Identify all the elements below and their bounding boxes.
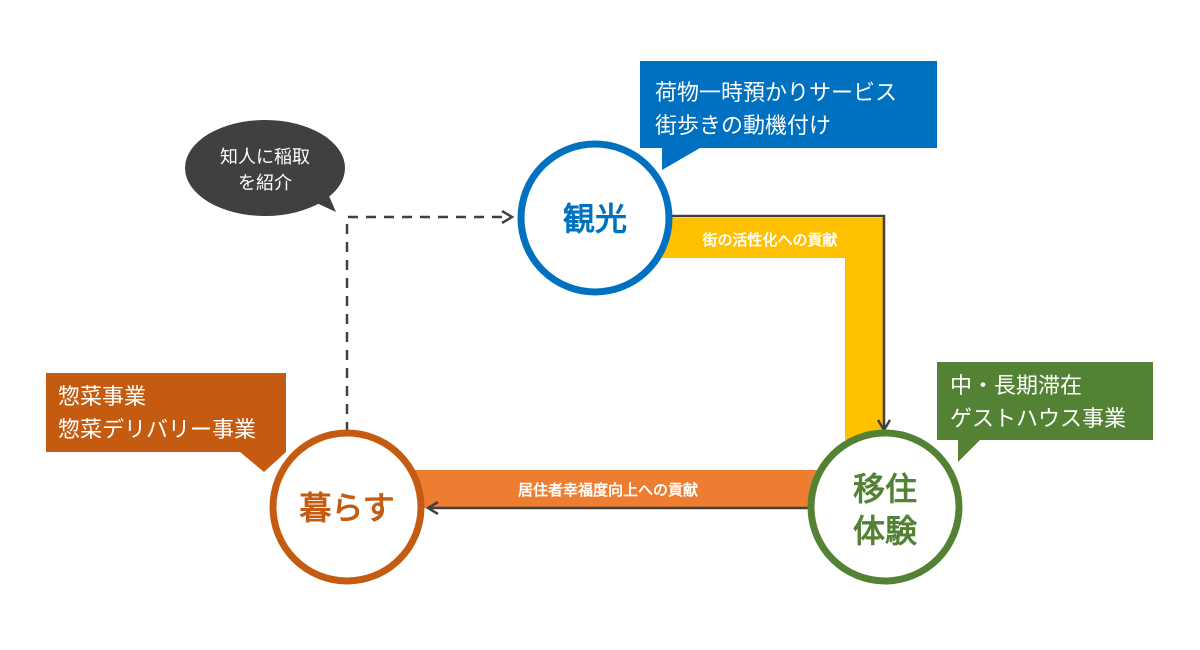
resident-contribution-band: 居住者幸福度向上への貢献 xyxy=(400,470,820,508)
resident-band-label: 居住者幸福度向上への貢献 xyxy=(518,481,698,499)
relocation-callout: 中・長期滞在 ゲストハウス事業 xyxy=(937,362,1153,462)
node-sightseeing: 観光 xyxy=(517,140,673,296)
sightseeing-label: 観光 xyxy=(563,200,627,238)
living-circle xyxy=(269,429,425,585)
sightseeing-circle xyxy=(517,140,673,296)
node-relocation: 移住 体験 xyxy=(807,429,963,585)
speech-bubble-line2: を紹介 xyxy=(238,173,292,194)
speech-bubble-shape xyxy=(185,120,345,216)
relocation-callout-line2: ゲストハウス事業 xyxy=(950,407,1126,432)
relocation-label-line1: 移住 xyxy=(853,470,917,508)
town-band-shape xyxy=(640,218,884,440)
living-to-sightseeing-dashed-arrow xyxy=(345,217,512,432)
sightseeing-callout-shape xyxy=(640,61,937,170)
resident-band-shape xyxy=(400,470,820,508)
town-band-label: 街の活性化への貢献 xyxy=(701,231,837,249)
speech-bubble-line1: 知人に稲取 xyxy=(220,147,310,168)
sightseeing-callout: 荷物一時預かりサービス 街歩きの動機付け xyxy=(640,61,937,170)
living-label: 暮らす xyxy=(299,489,394,527)
town-contribution-band: 街の活性化への貢献 xyxy=(640,218,884,440)
relocation-label-line2: 体験 xyxy=(853,512,918,550)
referral-speech-bubble: 知人に稲取 を紹介 xyxy=(185,120,345,216)
relocation-callout-line1: 中・長期滞在 xyxy=(950,374,1082,399)
speech-bubble-tail xyxy=(310,180,336,212)
sightseeing-callout-line1: 荷物一時預かりサービス xyxy=(655,81,897,106)
living-callout-line2: 惣菜デリバリー事業 xyxy=(58,418,256,443)
node-living: 暮らす xyxy=(269,429,425,585)
sightseeing-callout-line2: 街歩きの動機付け xyxy=(655,114,831,139)
living-callout-line1: 惣菜事業 xyxy=(58,385,146,410)
living-callout: 惣菜事業 惣菜デリバリー事業 xyxy=(46,373,286,472)
living-callout-shape xyxy=(46,373,286,472)
relocation-circle xyxy=(807,429,963,585)
sightseeing-to-relocation-arrow xyxy=(670,214,884,430)
relocation-callout-shape xyxy=(937,362,1153,462)
